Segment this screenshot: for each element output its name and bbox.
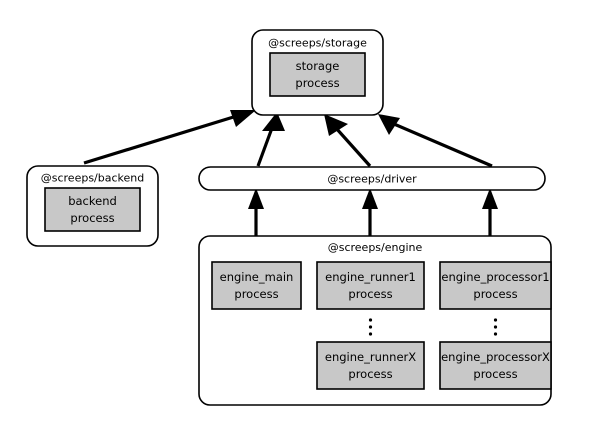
process-engine-processorx[interactable]: engine_processorX process xyxy=(439,341,552,390)
process-engine-runner1[interactable]: engine_runner1 process xyxy=(316,261,425,310)
process-engine-main[interactable]: engine_main process xyxy=(211,261,302,310)
edge-backend-to-storage xyxy=(83,110,256,165)
process-engine-runner1-label-line2: process xyxy=(348,287,392,301)
process-storage-label-line2: process xyxy=(295,76,339,90)
process-backend-box[interactable] xyxy=(44,187,141,232)
process-engine-processor1-box[interactable] xyxy=(439,261,552,310)
edge-layer xyxy=(83,110,498,236)
package-storage-label: @screeps/storage xyxy=(268,37,367,50)
process-engine-main-label-line1: engine_main xyxy=(220,270,294,284)
package-engine[interactable]: @screeps/engine engine_main process engi… xyxy=(198,235,552,406)
process-engine-runnerx-label-line2: process xyxy=(348,367,392,381)
process-engine-processor1-label-line2: process xyxy=(473,287,517,301)
process-storage-label-line1: storage xyxy=(296,59,340,73)
package-backend-label: @screeps/backend xyxy=(41,172,145,185)
process-engine-runnerx-box[interactable] xyxy=(316,341,425,390)
process-engine-processorx-label-line2: process xyxy=(473,367,517,381)
ellipsis-processor xyxy=(493,318,498,336)
package-driver-box[interactable] xyxy=(198,166,546,191)
edge-engine-main-to-driver xyxy=(248,188,264,236)
edge-engine-runner-to-driver xyxy=(362,188,378,236)
process-backend-label-line1: backend xyxy=(68,194,117,208)
process-engine-main-box[interactable] xyxy=(211,261,302,310)
edge-driver-to-storage-right xyxy=(378,114,493,168)
process-engine-processor1[interactable]: engine_processor1 process xyxy=(439,261,552,310)
edge-driver-to-storage-left xyxy=(256,112,285,167)
package-storage[interactable]: @screeps/storage storage process xyxy=(251,29,384,116)
package-driver[interactable]: @screeps/driver xyxy=(198,166,546,191)
package-driver-label: @screeps/driver xyxy=(327,173,417,186)
process-storage-box[interactable] xyxy=(269,52,366,97)
process-engine-main-label-line2: process xyxy=(234,287,278,301)
edge-engine-processor-to-driver xyxy=(482,188,498,236)
process-engine-runner1-label-line1: engine_runner1 xyxy=(325,270,416,284)
process-engine-runnerx[interactable]: engine_runnerX process xyxy=(316,341,425,390)
package-backend[interactable]: @screeps/backend backend process xyxy=(26,165,159,247)
ellipsis-runner xyxy=(368,318,373,336)
process-engine-processor1-label-line1: engine_processor1 xyxy=(441,270,549,284)
process-engine-runner1-box[interactable] xyxy=(316,261,425,310)
process-engine-processorx-label-line1: engine_processorX xyxy=(441,350,550,364)
process-backend-label-line2: process xyxy=(70,211,114,225)
package-engine-label: @screeps/engine xyxy=(328,241,423,254)
process-engine-processorx-box[interactable] xyxy=(439,341,552,390)
process-engine-runnerx-label-line1: engine_runnerX xyxy=(325,350,416,364)
edge-driver-to-storage-mid xyxy=(324,114,372,168)
